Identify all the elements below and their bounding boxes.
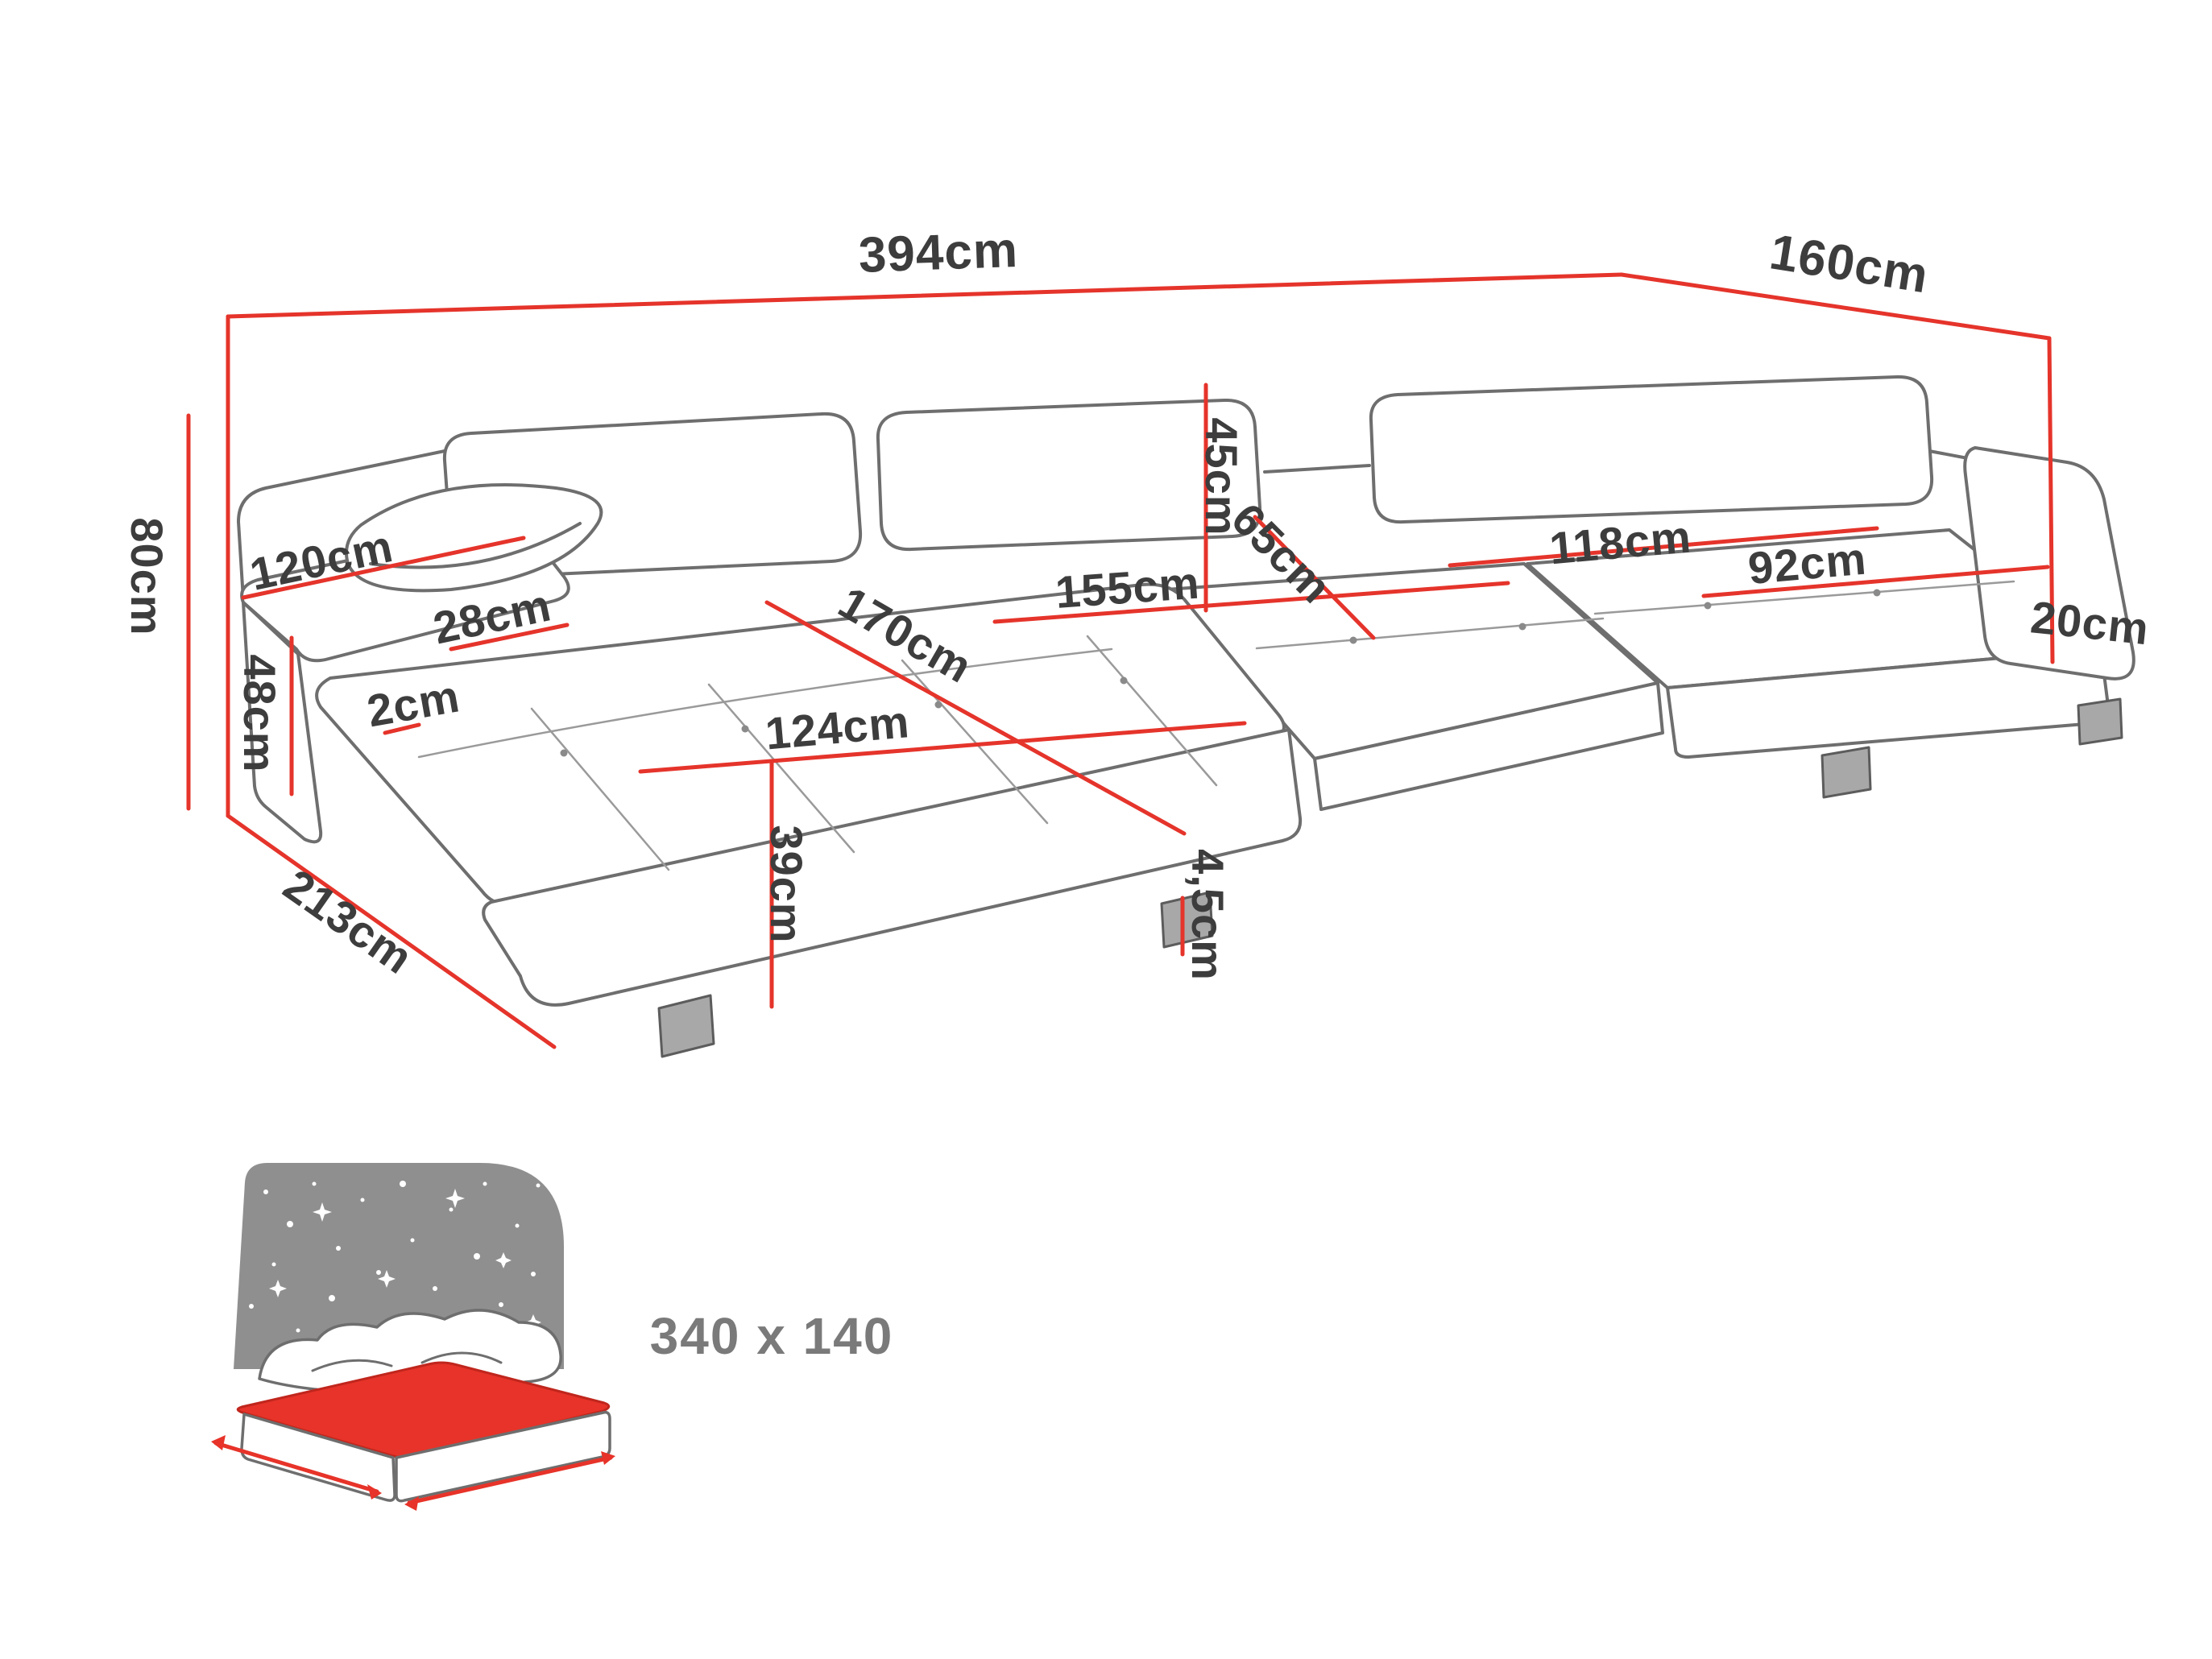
back-frame-left bbox=[237, 449, 446, 601]
dimension-line-armrest-gap bbox=[383, 722, 421, 735]
dimension-line-top-width bbox=[226, 272, 1624, 319]
sleeping-size-label: 340 x 140 bbox=[650, 1307, 894, 1365]
dimension-line-right-depth bbox=[1619, 272, 2052, 341]
dimension-label-seat-height: 39cm bbox=[761, 825, 812, 943]
dimension-label-left-seat-width: 124cm bbox=[763, 696, 911, 759]
dimension-line-right-seat-width bbox=[1701, 565, 2050, 598]
dimension-label-armrest-height: 48cm bbox=[234, 654, 285, 772]
tuft-buttons bbox=[560, 589, 1881, 757]
dimension-label-top-width: 394cm bbox=[858, 222, 1019, 283]
dimension-label-right-seat-width: 92cm bbox=[1746, 533, 1869, 594]
sofa-foot bbox=[2077, 697, 2123, 746]
unfold-arrow-left bbox=[211, 1435, 382, 1500]
pillow-fold-line bbox=[369, 522, 582, 569]
sparkle-star bbox=[445, 1189, 465, 1208]
back-cushion-right bbox=[1369, 374, 1934, 524]
sleeping-function-icon: 340 x 140 bbox=[211, 1163, 894, 1511]
dimension-line-right-vertical bbox=[2047, 336, 2055, 664]
dimension-label-right-edge-height: 20cm bbox=[2028, 591, 2152, 654]
seam-lines bbox=[417, 580, 2015, 871]
dimension-line-left-seat-width bbox=[638, 721, 1247, 774]
duvet-fold bbox=[420, 1351, 503, 1364]
duvet-fold bbox=[311, 1359, 393, 1372]
dimension-label-middle-seat-width: 155cm bbox=[1054, 557, 1201, 618]
dimension-lines bbox=[186, 272, 2055, 1049]
dimension-label-backrest-height: 45cm bbox=[1196, 417, 1247, 536]
dimension-label-height: 80cm bbox=[122, 517, 172, 635]
dimension-line-armrest-width bbox=[449, 623, 570, 652]
sofa-foot bbox=[657, 994, 715, 1058]
right-armrest bbox=[1963, 446, 2135, 681]
back-cushion-middle bbox=[876, 398, 1262, 552]
dimension-label-right-seat-length: 118cm bbox=[1547, 511, 1693, 573]
dimension-line-middle-seat-width bbox=[992, 581, 1510, 624]
sofa-foot bbox=[1160, 891, 1214, 949]
dimension-line-left-depth bbox=[226, 813, 557, 1049]
sparkle-star bbox=[378, 1270, 396, 1288]
bed-mattress-top bbox=[236, 1361, 611, 1459]
dimension-line-armrest-length bbox=[241, 536, 526, 600]
dimension-label-left-depth: 213cm bbox=[275, 859, 422, 983]
sparkle-star bbox=[269, 1280, 287, 1297]
left-seat-front-face bbox=[482, 728, 1303, 1007]
dimension-line-middle-seat-depth bbox=[1253, 515, 1376, 640]
sofa-outline bbox=[237, 374, 2135, 1058]
middle-seat-front-face bbox=[1313, 681, 1664, 811]
dimension-line-left-seat-depth bbox=[764, 600, 1187, 836]
back-frame-mid bbox=[1263, 464, 1371, 474]
left-armrest-side bbox=[242, 601, 323, 844]
sofa-foot bbox=[1821, 746, 1872, 799]
dimension-label-leg-height: 4,5cm bbox=[1183, 849, 1233, 981]
unfold-arrow-right bbox=[404, 1451, 615, 1511]
sparkle-star bbox=[495, 1252, 512, 1268]
dimension-line-right-seat-length bbox=[1448, 526, 1879, 568]
dimension-label-right-depth: 160cm bbox=[1766, 224, 1932, 304]
sparkle-star bbox=[313, 1202, 332, 1222]
